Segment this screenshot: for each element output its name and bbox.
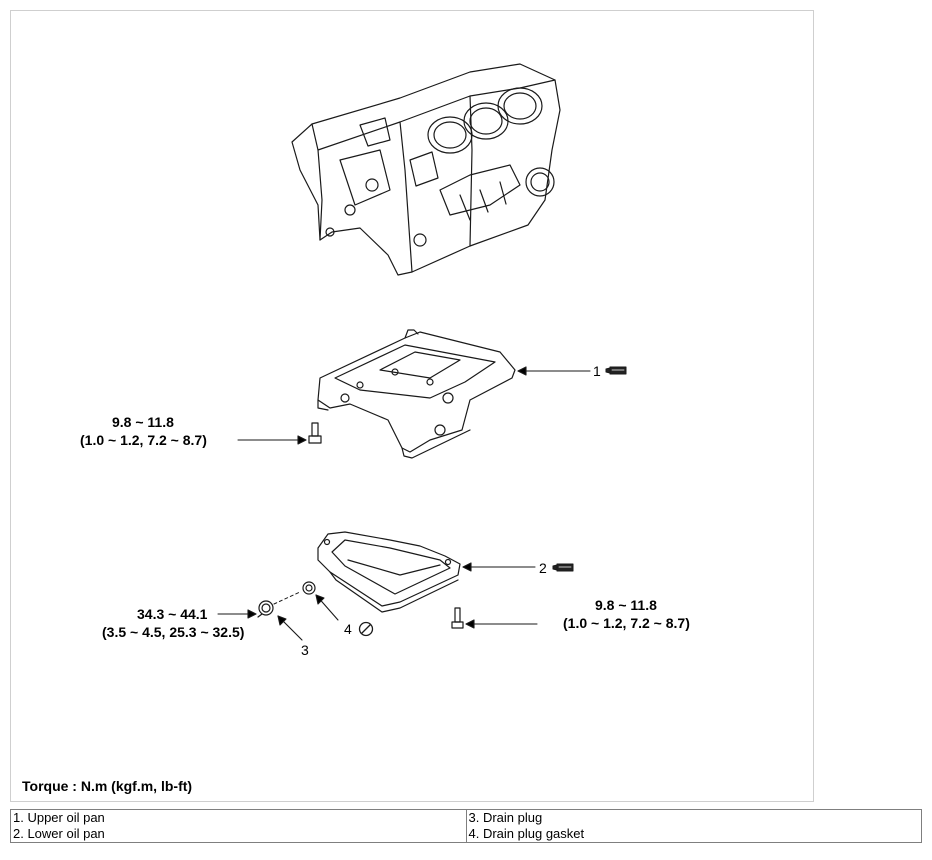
- legend-item: 3. Drain plug: [465, 809, 922, 826]
- parts-legend-table: 1. Upper oil pan 3. Drain plug 2. Lower …: [10, 809, 922, 843]
- lower-oil-pan-illustration: [317, 531, 461, 613]
- upper-pan-bolt-illustration: [308, 422, 322, 444]
- do-not-reuse-icon: [358, 621, 374, 637]
- legend-item: 2. Lower oil pan: [10, 826, 467, 843]
- callout-4: 4: [344, 621, 352, 637]
- torque-drain-plug-units: (3.5 ~ 4.5, 25.3 ~ 32.5): [102, 624, 245, 640]
- torque-units-note: Torque : N.m (kgf.m, lb-ft): [22, 778, 193, 794]
- torque-lower-bolt-value: 9.8 ~ 11.8: [595, 597, 657, 613]
- torque-lower-bolt-units: (1.0 ~ 1.2, 7.2 ~ 8.7): [563, 615, 690, 631]
- engine-block-illustration: [291, 63, 561, 276]
- torque-upper-bolt-value: 9.8 ~ 11.8: [112, 414, 174, 430]
- drain-plug-gasket-illustration: [302, 581, 316, 595]
- callout-3: 3: [301, 642, 309, 658]
- sealant-tube-icon: [605, 366, 627, 375]
- legend-item: 4. Drain plug gasket: [465, 826, 922, 843]
- legend-item: 1. Upper oil pan: [10, 809, 467, 826]
- torque-upper-bolt-units: (1.0 ~ 1.2, 7.2 ~ 8.7): [80, 432, 207, 448]
- sealant-tube-icon: [552, 563, 574, 572]
- callout-2: 2: [539, 560, 547, 576]
- upper-oil-pan-illustration: [317, 329, 516, 459]
- table-row: 2. Lower oil pan 4. Drain plug gasket: [10, 826, 922, 843]
- leader-lines: [217, 366, 591, 641]
- torque-drain-plug-value: 34.3 ~ 44.1: [137, 606, 208, 622]
- table-row: 1. Upper oil pan 3. Drain plug: [10, 809, 922, 826]
- callout-1: 1: [593, 363, 601, 379]
- drain-plug-illustration: [257, 600, 274, 618]
- lower-pan-bolt-illustration: [451, 607, 464, 629]
- diagram-frame: [10, 10, 814, 802]
